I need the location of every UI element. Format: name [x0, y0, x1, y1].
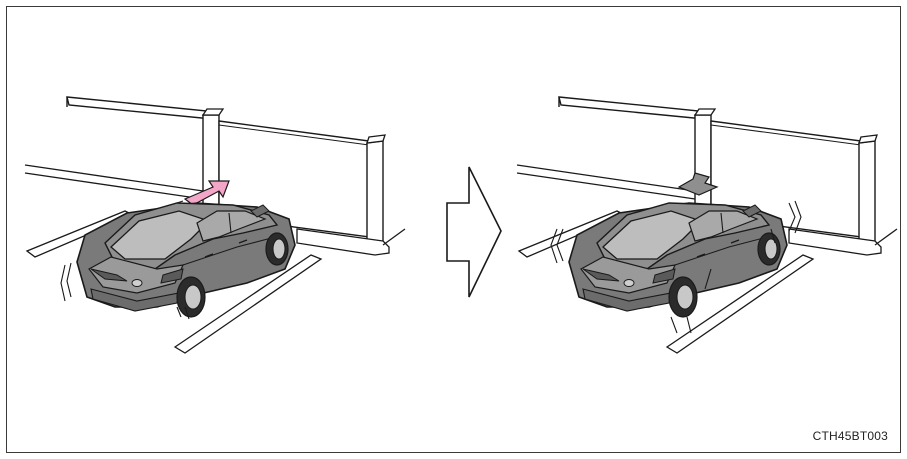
panel-after — [516, 96, 898, 354]
parking-line-right — [173, 254, 323, 354]
parking-line-right-2 — [665, 254, 815, 354]
illustration — [24, 96, 898, 354]
figure-frame: CTH45BT003 — [6, 6, 901, 453]
right-arrow-outline-icon — [446, 166, 502, 298]
vibration-lines — [550, 200, 802, 334]
figure-code: CTH45BT003 — [812, 429, 888, 443]
motion-lines — [60, 262, 190, 320]
panel-before — [24, 96, 406, 354]
stop-indicator-icon — [677, 172, 719, 196]
